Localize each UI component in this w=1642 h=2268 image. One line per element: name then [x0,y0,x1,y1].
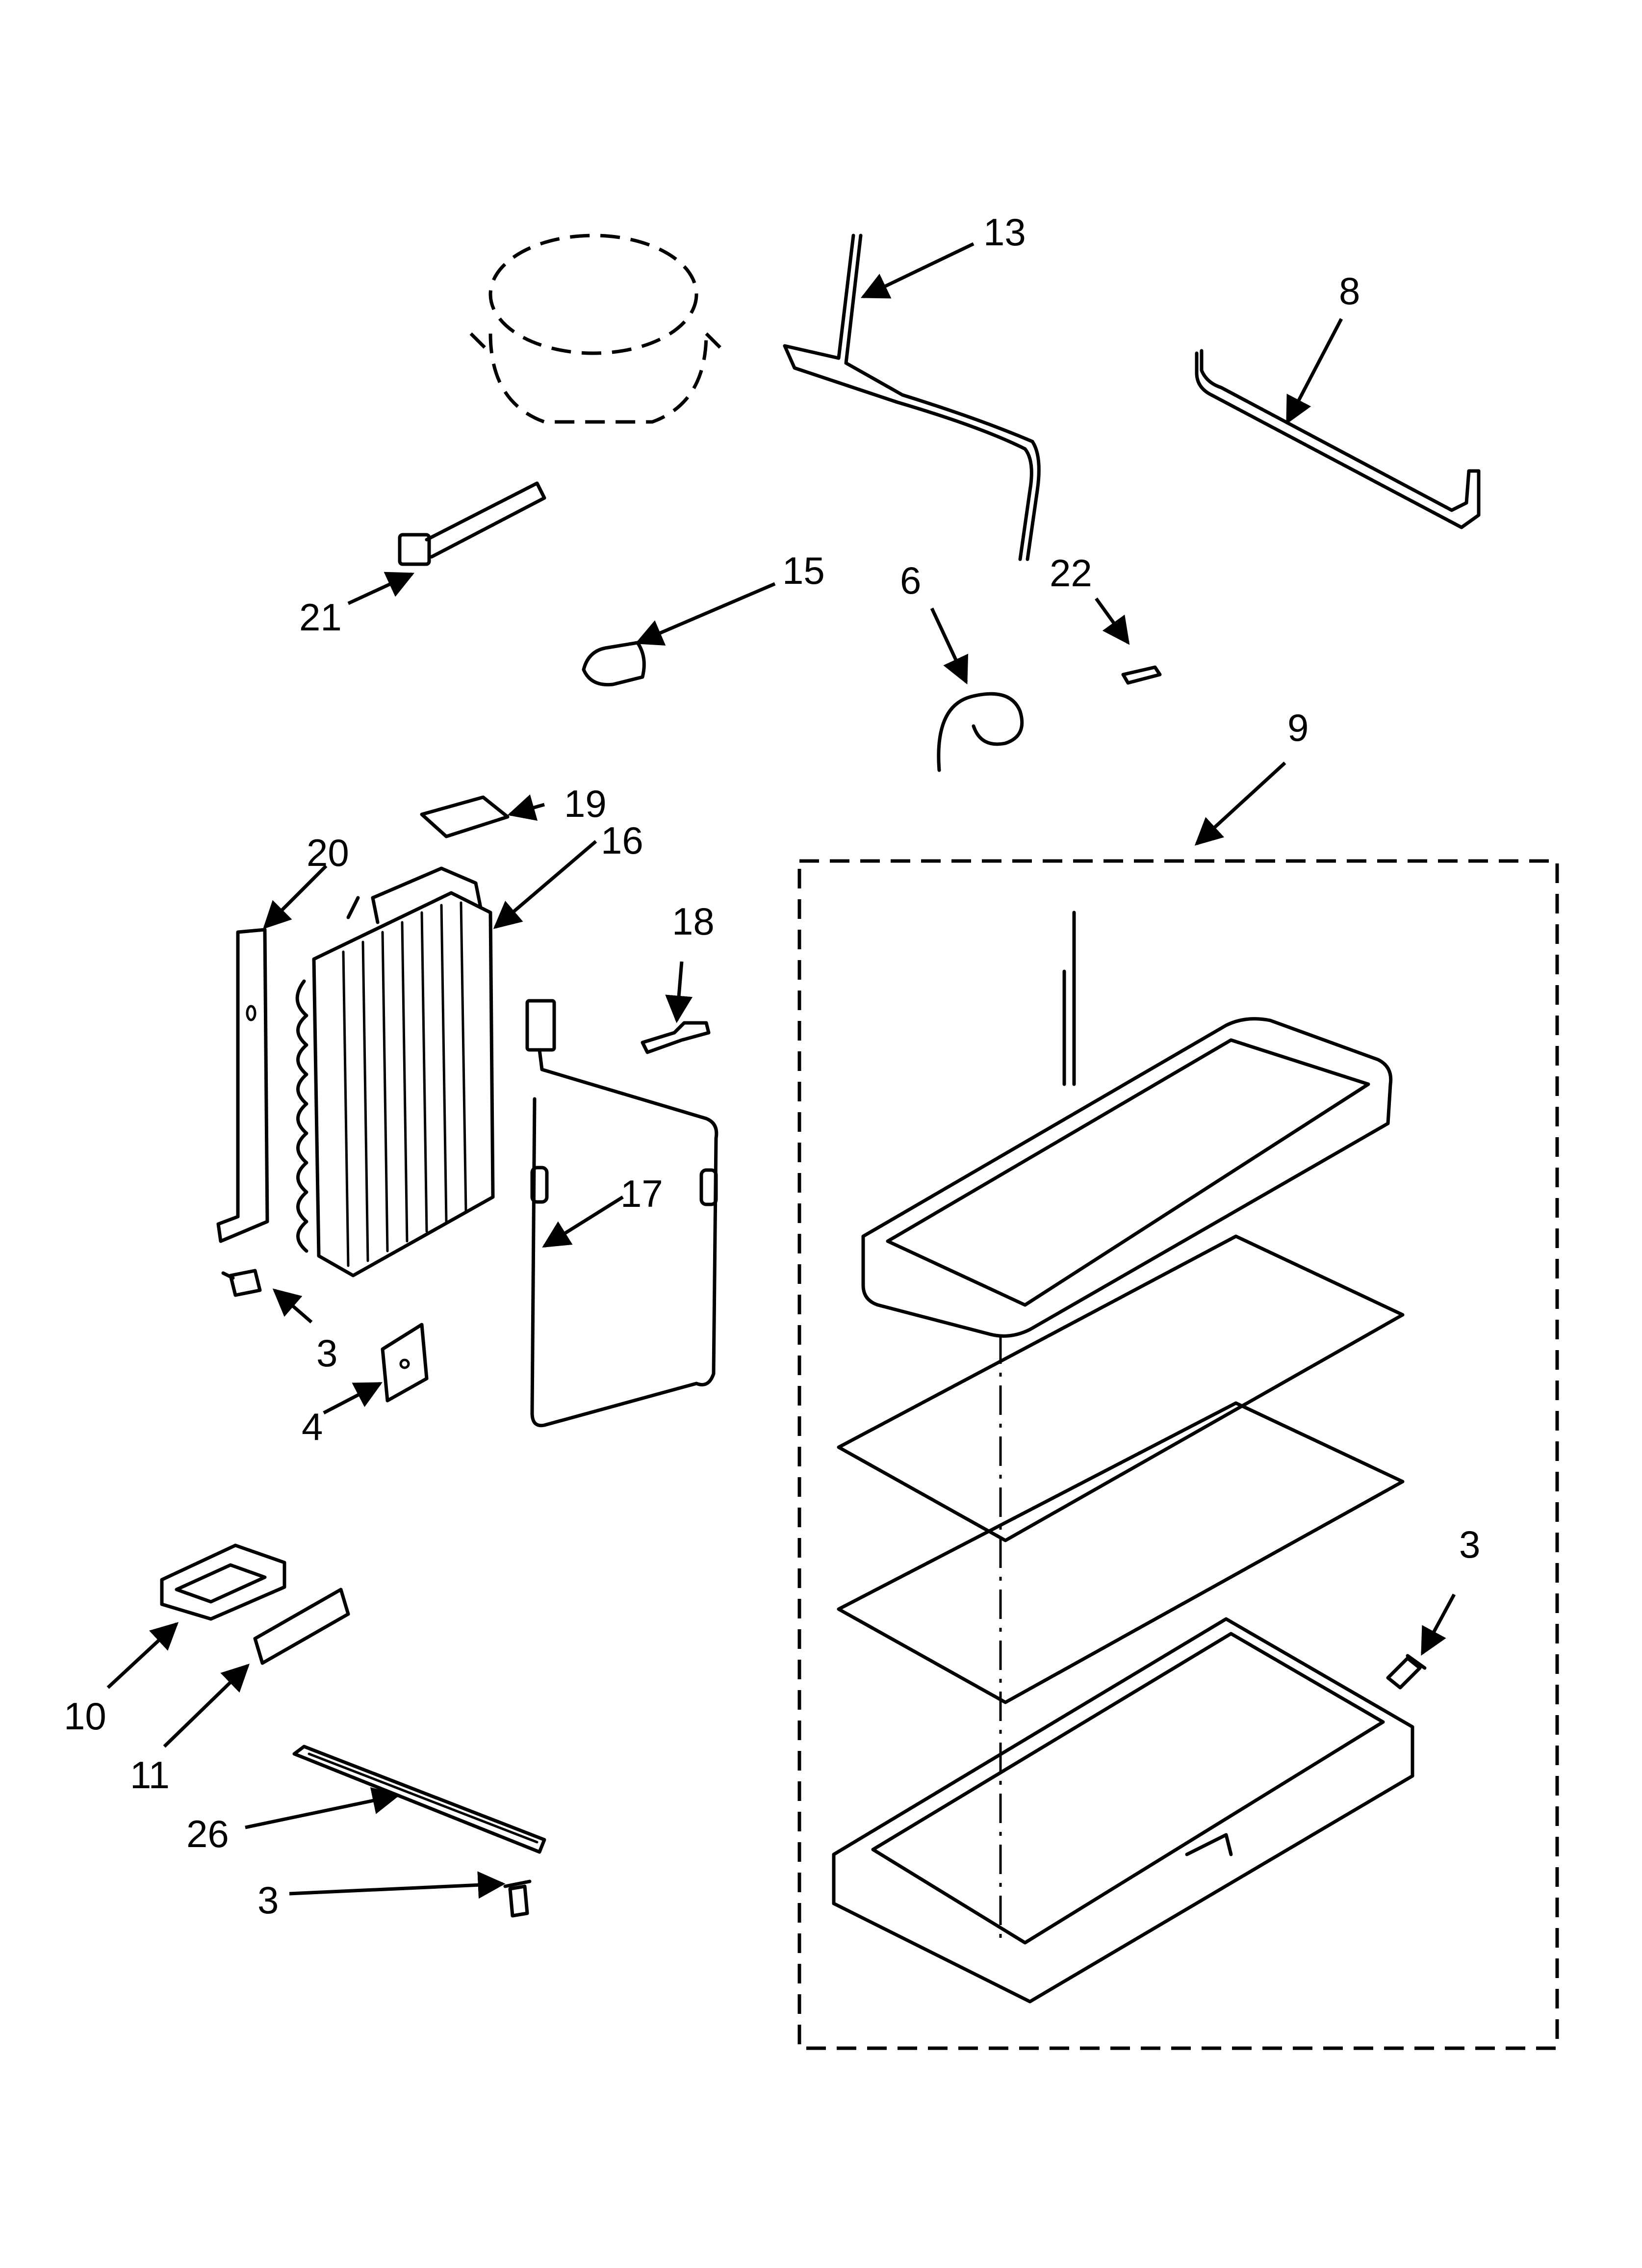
part-19-pad [420,795,510,838]
part-3-screw-c [503,1879,532,1918]
part-6-capillary [937,692,1024,772]
part-16-evaporator [295,866,495,1277]
part-8-tube [1195,349,1481,529]
callout-4: 4 [302,1405,323,1448]
part-11-plate [253,1588,350,1665]
part-4-bracket [381,1323,429,1403]
part-13-tube [783,234,1041,561]
part-17-heater [525,999,718,1428]
part-21-cable-tie [398,481,546,566]
callout-8: 8 [1339,269,1360,313]
callout-17: 17 [620,1172,663,1215]
callout-13: 13 [983,210,1026,254]
callout-21: 21 [299,596,342,639]
callout-22: 22 [1050,551,1092,595]
callout-3-b: 3 [1459,1523,1480,1566]
part-3-screw-a [221,1269,262,1297]
callout-6: 6 [900,559,921,602]
callout-20: 20 [307,831,349,874]
part-20-bracket [216,928,269,1243]
callout-arrows [106,242,1456,1899]
part-18-bracket [641,1021,711,1054]
part-22-clip [1121,665,1162,685]
compressor-outline [469,234,727,424]
callout-labels: 13 8 21 15 6 22 9 19 20 16 18 17 3 4 3 1… [64,210,1480,1922]
callout-11: 11 [130,1753,170,1797]
part-15-clip [582,641,646,687]
callout-10: 10 [64,1694,106,1738]
callout-19: 19 [564,782,607,825]
part-26-strip [292,1745,546,1854]
callout-3-a: 3 [316,1331,337,1375]
part-9-assembly [797,859,1559,2050]
callout-26: 26 [186,1812,229,1855]
callout-18: 18 [672,900,715,943]
callout-9: 9 [1287,706,1308,749]
callout-15: 15 [782,549,825,592]
part-10-bracket [160,1543,286,1621]
callout-3-c: 3 [257,1878,279,1922]
callout-16: 16 [601,819,643,862]
